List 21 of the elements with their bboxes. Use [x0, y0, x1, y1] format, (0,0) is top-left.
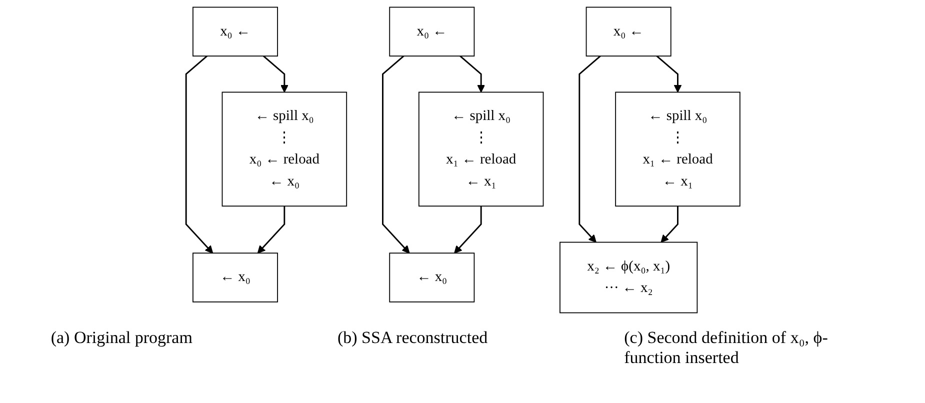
arrow [656, 56, 682, 93]
node-box: ← x₀ [388, 252, 474, 302]
arrow [184, 56, 213, 254]
figure-caption: (c) Second definition of x₀, ϕ-function inserted [624, 328, 829, 368]
figure-caption: (b) SSA reconstructed [337, 328, 489, 349]
node-box: x₀ ← [585, 6, 671, 56]
node-box: x₀ ← [388, 6, 474, 56]
arrow [454, 206, 482, 254]
arrow [578, 56, 600, 243]
arrow [382, 56, 410, 254]
node-box: x₀ ← [192, 6, 278, 56]
node-box: ← x₀ [192, 252, 278, 302]
arrow [660, 206, 678, 243]
arrow [459, 56, 485, 93]
node-box: ← spill x₀ ⋮ x₁ ← reload ← x₁ [614, 92, 740, 207]
arrow [262, 56, 288, 93]
figure-caption: (a) Original program [50, 328, 194, 349]
node-box: x₂ ← ϕ(x₀, x₁) ··· ← x₂ [559, 242, 698, 314]
arrow [256, 206, 285, 254]
node-box: ← spill x₀ ⋮ x₁ ← reload ← x₁ [418, 92, 544, 207]
node-box: ← spill x₀ ⋮ x₀ ← reload ← x₀ [221, 92, 347, 207]
